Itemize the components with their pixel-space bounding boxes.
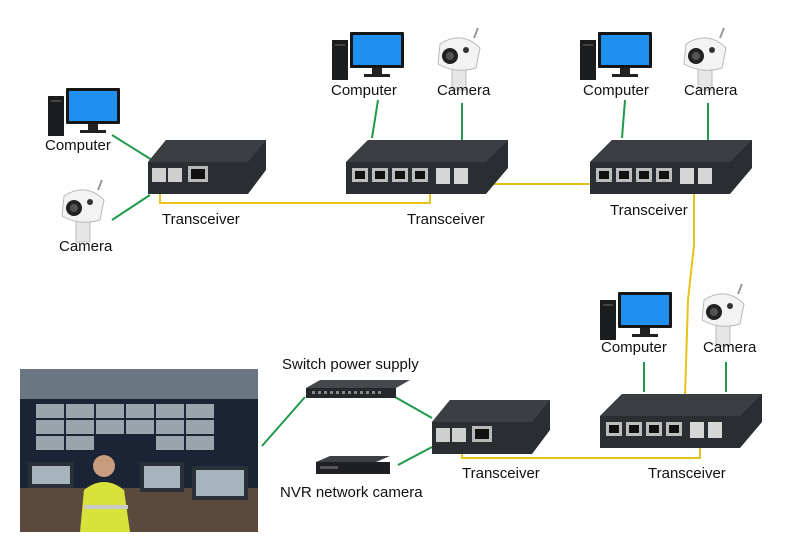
control-room-photo (20, 369, 258, 532)
camera-label: Camera (703, 339, 757, 356)
transceiver-label: Transceiver (462, 465, 540, 482)
camera-icon (61, 179, 105, 243)
copper-links (111, 99, 727, 466)
transceiver-icon (432, 400, 550, 454)
camera-icon (683, 27, 727, 91)
camera-label: Camera (437, 82, 491, 99)
camera-icon (437, 27, 481, 91)
camera-icon (701, 283, 745, 347)
fiber-switch-icon (600, 394, 762, 448)
transceiver-label: Transceiver (610, 202, 688, 219)
computer-label: Computer (331, 82, 397, 99)
nvr-network-camera-label: NVR network camera (280, 484, 423, 501)
computer-icon (600, 292, 672, 340)
transceiver-label: Transceiver (407, 211, 485, 228)
computer-label: Computer (583, 82, 649, 99)
power-switch-icon (306, 380, 410, 398)
computer-icon (48, 88, 120, 136)
transceiver-label: Transceiver (162, 211, 240, 228)
transceiver-label: Transceiver (648, 465, 726, 482)
computer-icon (332, 32, 404, 80)
transceiver-icon (148, 140, 266, 194)
computer-label: Computer (45, 137, 111, 154)
camera-label: Camera (684, 82, 738, 99)
camera-label: Camera (59, 238, 113, 255)
computer-icon (580, 32, 652, 80)
nvr-icon (316, 456, 390, 474)
fiber-switch-icon (590, 140, 752, 194)
computer-label: Computer (601, 339, 667, 356)
fiber-switch-icon (346, 140, 508, 194)
switch-power-supply-label: Switch power supply (282, 356, 419, 373)
